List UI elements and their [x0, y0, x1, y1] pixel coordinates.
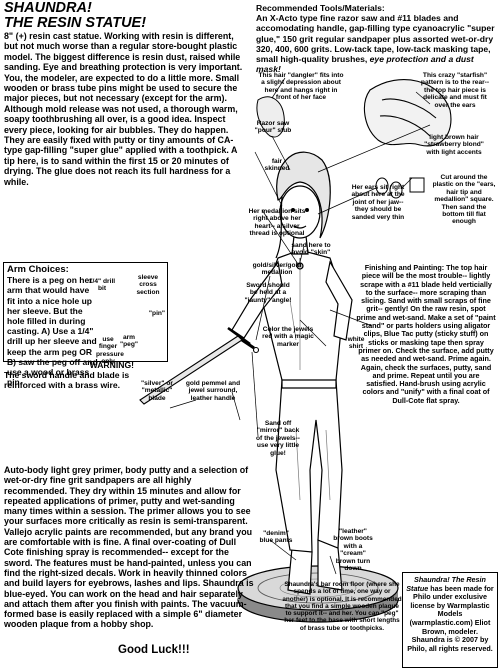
callout-denim: "denim" blue pants [259, 530, 293, 545]
title-line-1: SHAUNDRA! [4, 0, 92, 16]
intro-text: 8" (+) resin cast statue. Working with r… [4, 31, 243, 187]
arm-choices-box: Arm Choices: There is a peg on her arm t… [3, 262, 168, 387]
warning-section: WARNING! The sword handle and blade is r… [4, 360, 204, 390]
callout-hair-dangler: This hair "dangler" fits into a slight d… [258, 72, 344, 102]
callout-jewels: Color the jewels red with a magic marker [262, 326, 314, 348]
callout-sand-off: Sand off "mirror" back of the jewels-- u… [256, 420, 300, 457]
callout-silver-blade: "silver" or "metallic" blade [141, 380, 173, 402]
callout-sleeve-cross: sleeve cross section [136, 274, 160, 296]
figure-body [231, 151, 353, 595]
arm-body: There is a peg on her arm that would hav… [7, 275, 98, 388]
tools-heading: Recommended Tools/Materials: [256, 3, 385, 13]
good-luck-text: Good Luck!!! [118, 644, 190, 656]
credit-title: Shaundra! The Resin Statue [406, 575, 486, 593]
callout-finger-pressure: use finger pressure only [96, 336, 124, 366]
page-title: SHAUNDRA! THE RESIN STATUE! [4, 1, 146, 31]
callout-leather-boots: "leather" brown boots with a "cream" bro… [333, 528, 373, 573]
display-base [237, 565, 399, 623]
arm-heading: Arm Choices: [7, 264, 69, 275]
title-line-2: THE RESIN STATUE! [4, 15, 147, 31]
sword [139, 326, 260, 405]
finishing-painting-text: Finishing and Painting: The top hair pie… [356, 263, 496, 405]
callout-pin: "pin" [148, 310, 166, 317]
tools-emphasis: eye protection and a dust mask! [256, 54, 474, 75]
callout-medallion-slit: Her medallion sits right above her heart… [248, 208, 306, 238]
callout-sand-here: sand here to avoid "skin" [291, 242, 331, 257]
hair-piece-detail [363, 79, 452, 147]
callout-arm-peg: arm "peg" [120, 334, 138, 349]
warning-heading: WARNING! [89, 360, 134, 370]
callout-cut-around: Cut around the plastic on the "ears, hai… [432, 174, 496, 226]
credit-body: has been made for Philo under exclusive … [407, 583, 494, 653]
tools-section: Recommended Tools/Materials: An X-Acto t… [256, 3, 496, 74]
hair-dangler-detail [256, 96, 285, 138]
callout-ears: Her ears sit right about here at the joi… [351, 184, 405, 221]
callout-sword-angle: Sword should be held at a "jaunty" angle… [244, 282, 292, 304]
callout-gold-pommel: gold pemmel and jewel surround, leather … [185, 380, 241, 402]
callout-strawberry: light brown hair "strawberry blond" with… [424, 134, 484, 156]
warning-body: The sword handle and blade is reinforced… [4, 370, 130, 390]
callout-razor-saw: Razor saw "pour" stub [254, 120, 292, 135]
callout-starfish: This crazy "starfish" pattern is to the … [420, 72, 490, 109]
callout-leaders [169, 77, 431, 575]
base-footnote: Shaundra's bar room floor (where she spe… [282, 581, 402, 632]
callout-drill-bit: 1/4" drill bit [88, 278, 116, 293]
callout-fair-skinned: fair skinned [264, 158, 290, 173]
credit-box: Shaundra! The Resin Statue has been made… [402, 572, 498, 668]
callout-white-shirt: white shirt [347, 336, 365, 351]
tools-body: An X-Acto type fine razor saw and #11 bl… [256, 13, 495, 65]
primer-paint-text: Auto-body light grey primer, body putty … [4, 465, 254, 630]
callout-gold-medallion: gold/silver/gold medallion [252, 262, 302, 277]
small-parts-detail [375, 177, 425, 199]
